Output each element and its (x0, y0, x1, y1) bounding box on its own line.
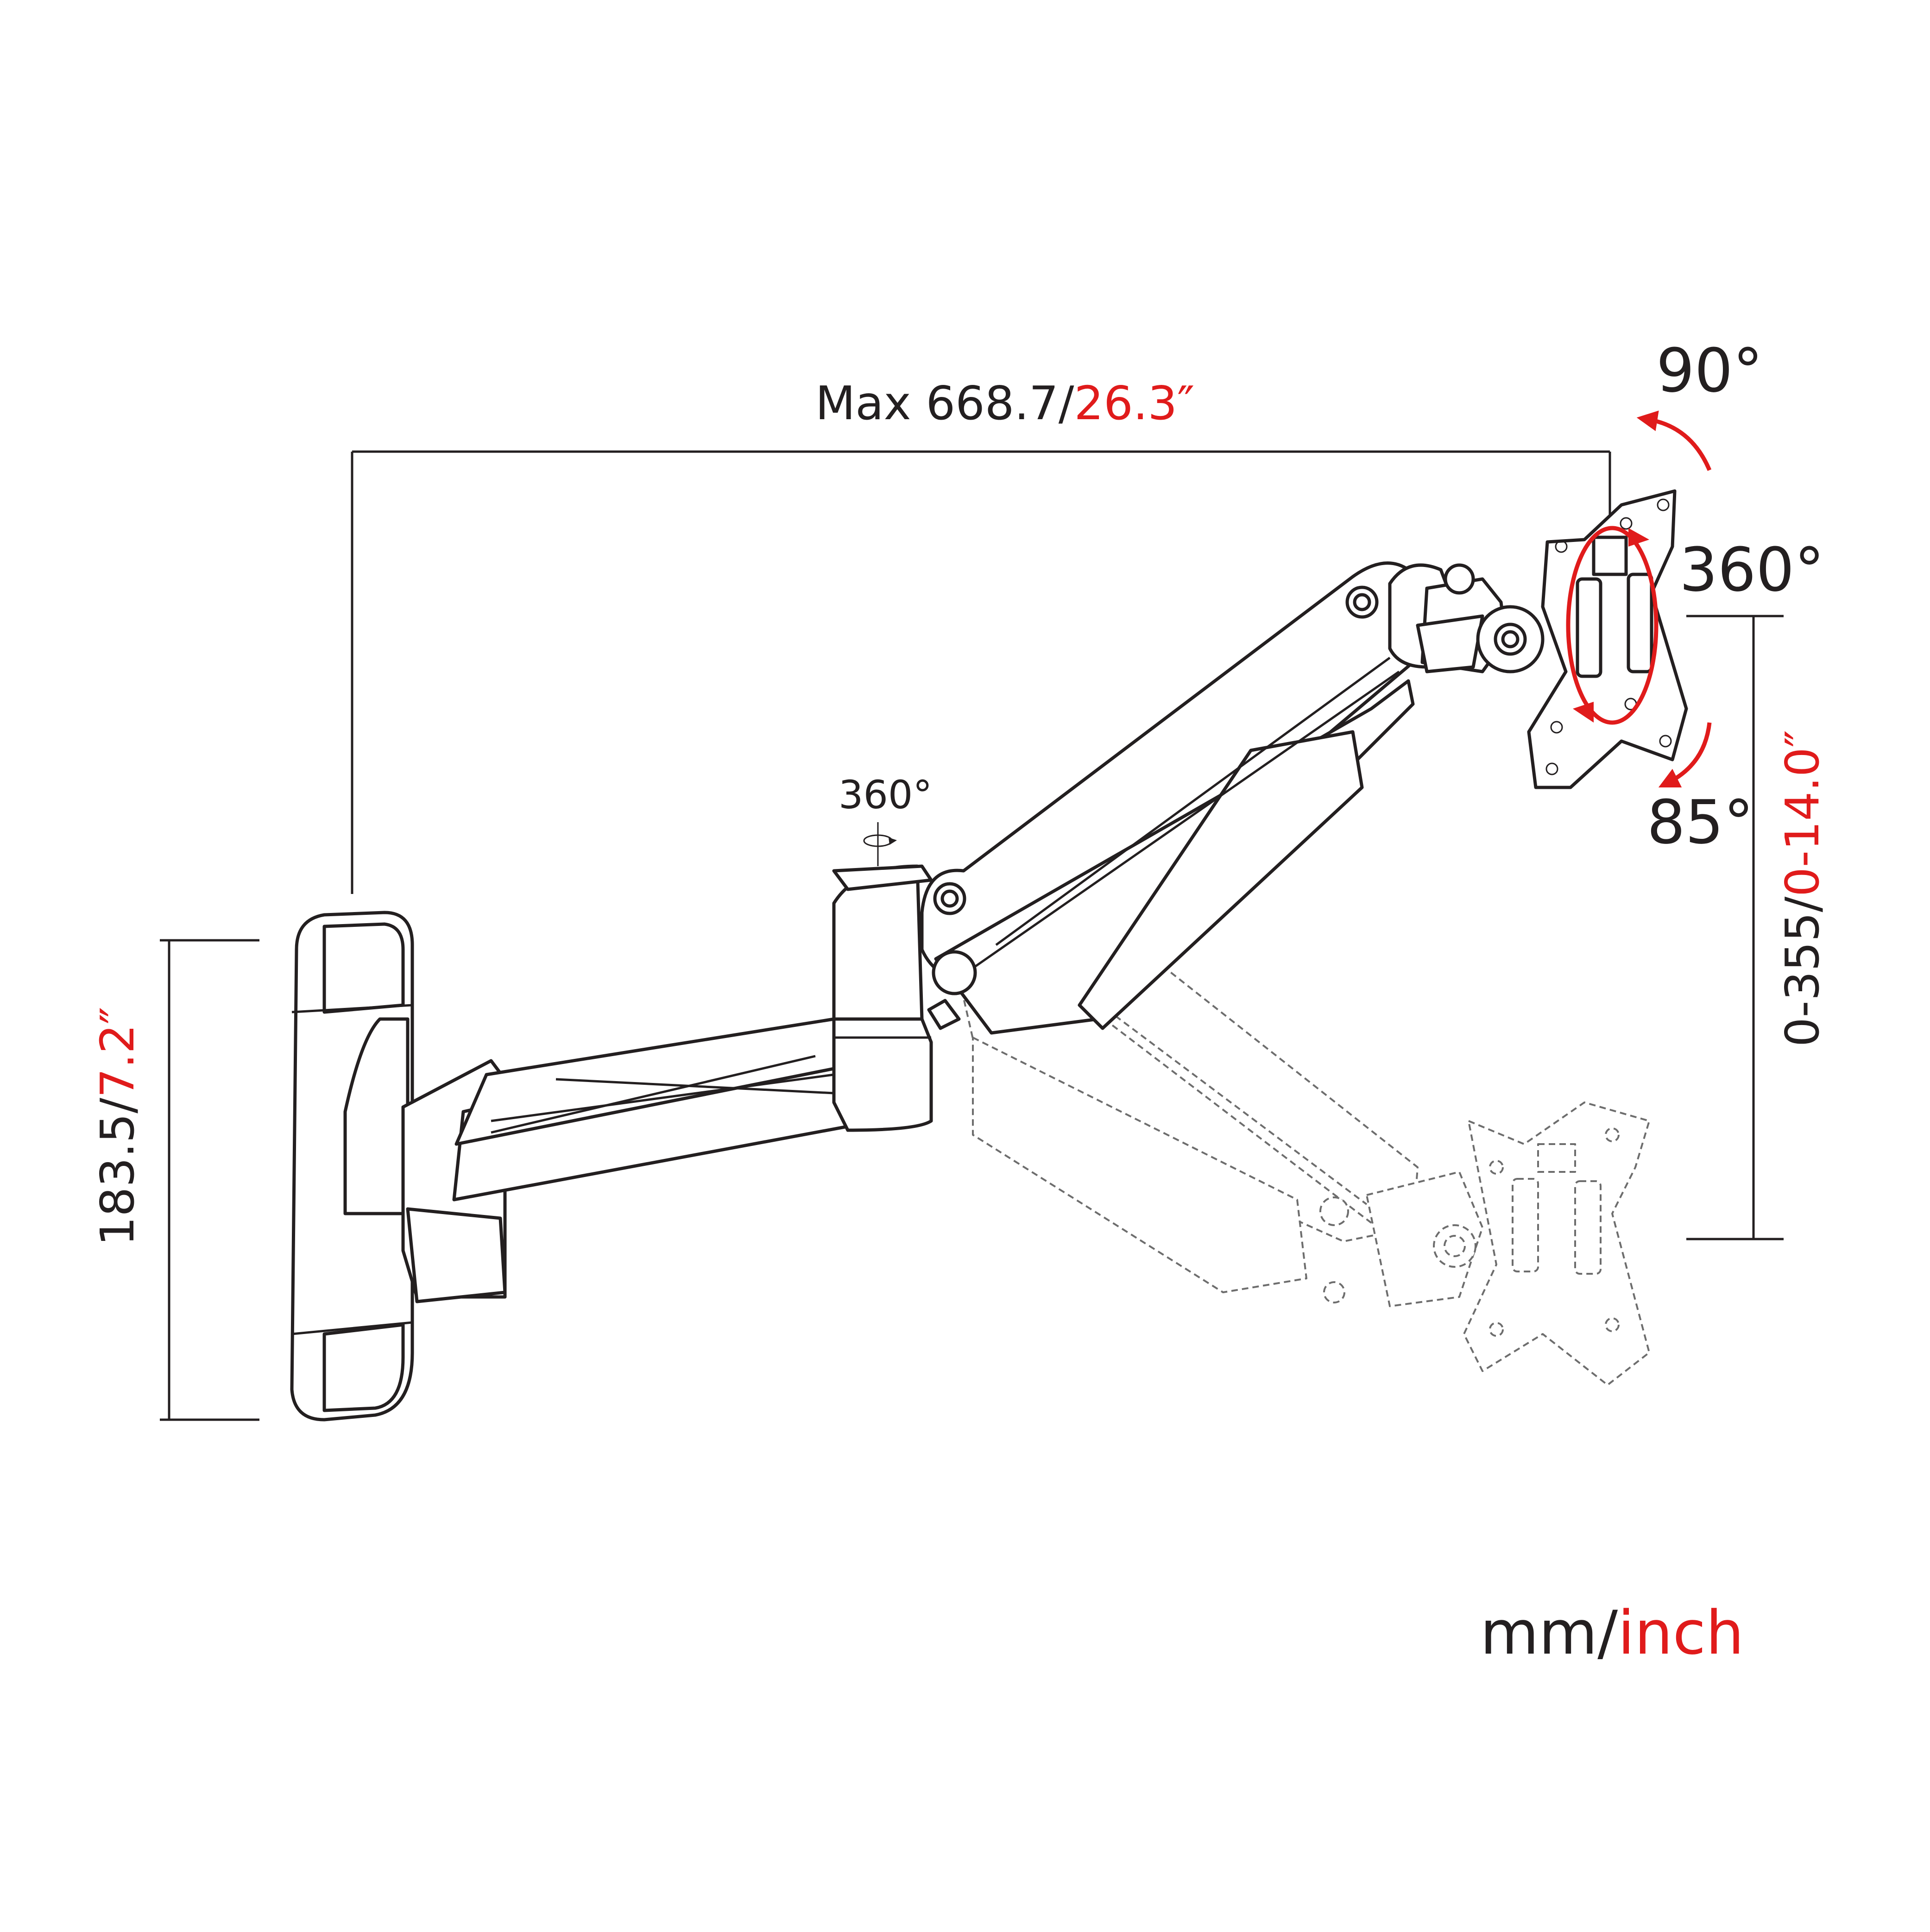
svg-text:0-355/0-14.0″: 0-355/0-14.0″ (1775, 730, 1829, 1047)
svg-text:mm/inch: mm/inch (1480, 1598, 1744, 1668)
tilt-head (1388, 563, 1545, 673)
vesa-plate (1527, 489, 1688, 789)
swivel-base-label: 360° (839, 772, 932, 818)
unit-inch-label: inch (1618, 1598, 1744, 1668)
tilt-down-arrow-icon (1658, 722, 1712, 788)
tilt-down-label: 85° (1647, 787, 1753, 857)
vertical-inch-label: 0-14.0″ (1775, 730, 1829, 897)
height-inch-label: 7.2″ (90, 1007, 145, 1098)
height-dimension (160, 939, 259, 1421)
tilt-up-arrow-icon (1636, 410, 1712, 471)
vertical-range-dimension (1686, 615, 1784, 1240)
rotate-360-icon (1566, 526, 1659, 725)
svg-text:183.5/7.2″: 183.5/7.2″ (90, 1007, 145, 1246)
swivel-icon (863, 822, 897, 866)
lower-arm (401, 1017, 854, 1303)
width-inch-label: 26.3″ (1074, 376, 1195, 430)
elbow-joint (832, 864, 933, 1132)
upper-arm (920, 561, 1438, 1035)
height-mm-label: 183.5/ (90, 1098, 145, 1246)
unit-mm-label: mm/ (1480, 1598, 1618, 1668)
rotate-label: 360° (1679, 535, 1824, 605)
svg-text:Max 668.7/26.3″: Max 668.7/26.3″ (815, 376, 1195, 430)
width-mm-label: Max 668.7/ (815, 376, 1074, 430)
tilt-up-label: 90° (1656, 335, 1763, 406)
vertical-mm-label: 0-355/ (1775, 896, 1829, 1047)
wall-plate (290, 911, 414, 1422)
width-dimension (351, 450, 1611, 894)
